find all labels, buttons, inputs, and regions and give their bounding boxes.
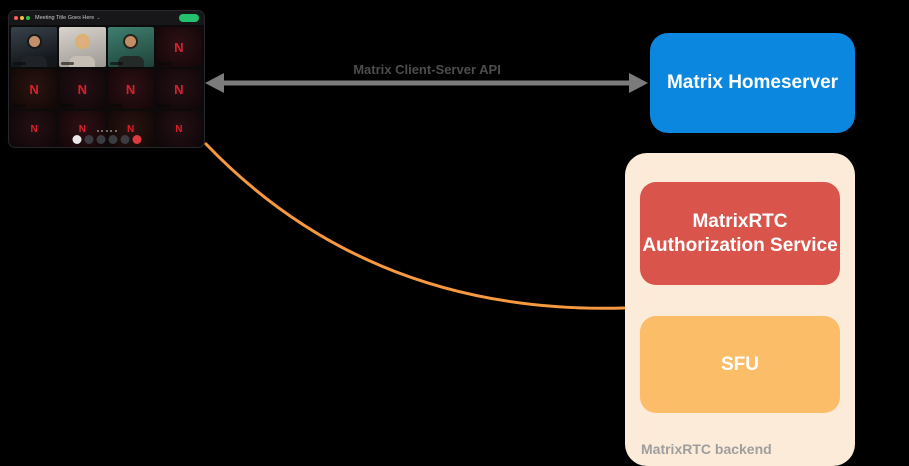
person-silhouette bbox=[11, 27, 57, 67]
page-dot bbox=[114, 130, 117, 132]
sfu-node: SFU bbox=[640, 316, 840, 413]
silhouette-head bbox=[76, 36, 88, 47]
traffic-light-minimize-icon bbox=[20, 16, 24, 20]
participant-video-tile bbox=[107, 27, 154, 67]
avatar-letter: N bbox=[174, 39, 184, 55]
participant-avatar-tile: N bbox=[155, 27, 202, 67]
traffic-light-close-icon bbox=[14, 16, 18, 20]
sfu-label: SFU bbox=[721, 353, 759, 375]
participant-avatar-tile: N bbox=[11, 69, 58, 109]
silhouette-head bbox=[125, 36, 137, 47]
call-control-button bbox=[96, 135, 105, 144]
silhouette-body bbox=[21, 56, 48, 67]
page-dot bbox=[110, 130, 112, 132]
call-control-button bbox=[108, 135, 117, 144]
avatar-letter: N bbox=[174, 81, 184, 97]
avatar-letter: N bbox=[29, 81, 39, 97]
window-title: Meeting Title Goes Here bbox=[35, 15, 95, 21]
auth-service-node: MatrixRTC Authorization Service bbox=[640, 182, 840, 285]
avatar-letter: N bbox=[77, 81, 88, 97]
participant-name-label bbox=[157, 61, 171, 65]
participant-name-label bbox=[13, 61, 26, 65]
client-screenshot-window: Meeting Title Goes Here ⌄ bbox=[8, 10, 205, 148]
avatar-letter: N bbox=[125, 81, 136, 97]
call-controls bbox=[72, 135, 141, 144]
call-control-button bbox=[120, 135, 129, 144]
participant-name-label bbox=[61, 61, 75, 65]
participant-avatar-tile: N bbox=[11, 111, 58, 147]
participant-avatar-tile: N bbox=[155, 111, 202, 147]
call-control-button bbox=[72, 135, 81, 144]
page-dot bbox=[105, 130, 108, 132]
participant-name-label bbox=[109, 61, 123, 65]
window-titlebar: Meeting Title Goes Here ⌄ bbox=[9, 11, 204, 25]
hangup-button bbox=[132, 135, 141, 144]
arrowhead-left bbox=[205, 73, 224, 93]
participant-video-tile bbox=[11, 27, 58, 67]
matrixrtc-backend-group: MatrixRTC Authorization Service SFU Matr… bbox=[625, 153, 855, 466]
traffic-light-zoom-icon bbox=[26, 16, 30, 20]
client-sfu-connection bbox=[204, 142, 626, 310]
homeserver-label: Matrix Homeserver bbox=[666, 72, 839, 93]
participant-name-label bbox=[157, 103, 171, 107]
arrowhead-right bbox=[629, 73, 648, 93]
silhouette-body bbox=[117, 56, 144, 67]
participant-video-tile bbox=[59, 27, 106, 67]
person-silhouette bbox=[108, 27, 154, 67]
person-silhouette bbox=[59, 27, 105, 67]
page-dot bbox=[101, 130, 103, 132]
client-server-api-label: Matrix Client-Server API bbox=[353, 62, 501, 77]
participant-name-label bbox=[61, 103, 75, 107]
pagination-dots bbox=[96, 130, 117, 132]
avatar-letter: N bbox=[30, 123, 38, 135]
silhouette-body bbox=[69, 56, 96, 67]
avatar-letter: N bbox=[175, 123, 183, 135]
participant-name-label bbox=[109, 103, 123, 107]
avatar-letter: N bbox=[78, 123, 86, 135]
homeserver-node: Matrix Homeserver bbox=[650, 33, 855, 133]
backend-group-label: MatrixRTC backend bbox=[641, 441, 772, 457]
avatar-letter: N bbox=[127, 123, 135, 135]
participant-name-label bbox=[13, 103, 26, 107]
participant-avatar-tile: N bbox=[59, 69, 106, 109]
participant-avatar-tile: N bbox=[155, 69, 202, 109]
call-control-button bbox=[84, 135, 93, 144]
chevron-down-icon: ⌄ bbox=[96, 14, 101, 21]
silhouette-head bbox=[28, 36, 40, 47]
page-dot bbox=[96, 130, 99, 132]
call-action-button bbox=[179, 14, 199, 22]
participant-avatar-tile: N bbox=[107, 69, 154, 109]
auth-service-label: MatrixRTC Authorization Service bbox=[642, 210, 838, 256]
